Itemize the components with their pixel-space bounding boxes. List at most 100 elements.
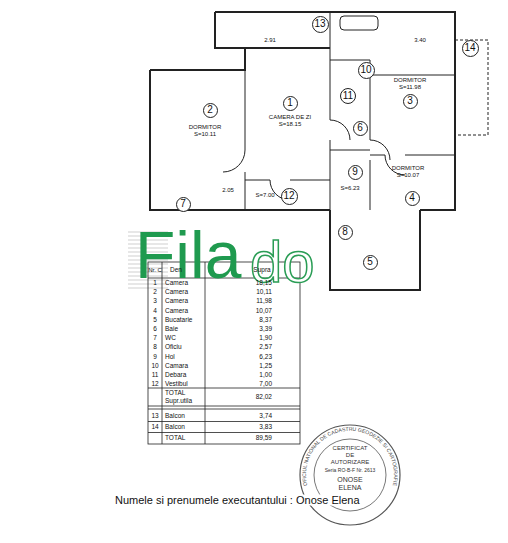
callout-circle: 2 bbox=[203, 103, 218, 118]
callout-circle: 3 bbox=[403, 94, 418, 109]
room-label: CAMERA DE ZI bbox=[269, 114, 311, 120]
callout-number: 3 bbox=[407, 96, 413, 106]
table-cell: 11 bbox=[152, 372, 159, 379]
stamp-text: ONOSE bbox=[337, 476, 362, 483]
table-cell: Camera bbox=[165, 307, 188, 314]
table-cell: Debara bbox=[165, 372, 186, 379]
room-label: DORMITOR bbox=[189, 124, 222, 130]
table-cell: Camara bbox=[165, 363, 188, 370]
table-cell: 2 bbox=[153, 289, 157, 296]
callout-number: 7 bbox=[180, 199, 186, 209]
wall bbox=[370, 75, 455, 155]
table-cell: 6 bbox=[153, 326, 157, 333]
room-label: S=10.07 bbox=[397, 172, 420, 178]
room-label: 2.05 bbox=[222, 187, 234, 193]
callout-circle: 14 bbox=[462, 40, 479, 57]
table-cell: 12 bbox=[151, 381, 158, 388]
callout-number: 1 bbox=[287, 98, 293, 108]
callout-number: 9 bbox=[352, 167, 358, 177]
table-cell: Balcon bbox=[165, 424, 185, 431]
room-label: 3.40 bbox=[414, 37, 426, 43]
table-cell: 3,39 bbox=[259, 326, 272, 333]
door-swing bbox=[223, 150, 245, 172]
table-cell: 18,15 bbox=[256, 280, 272, 287]
callout-number: 2 bbox=[207, 105, 213, 115]
bathtub bbox=[340, 16, 378, 30]
table-cell: 14 bbox=[151, 424, 158, 431]
callout-number: 13 bbox=[314, 19, 325, 29]
table-cell: 13 bbox=[151, 412, 158, 419]
table-cell: Nr. C bbox=[148, 267, 162, 273]
stamp-text: DE bbox=[346, 452, 354, 458]
callout-number: 4 bbox=[409, 193, 415, 203]
table-cell: Hol bbox=[165, 353, 175, 360]
callout-number: 12 bbox=[283, 191, 294, 201]
balcony bbox=[455, 40, 488, 135]
table-cell: 10,07 bbox=[256, 307, 272, 314]
wall bbox=[245, 70, 246, 210]
table-cell: 82,02 bbox=[256, 394, 272, 401]
room-label: S=10.11 bbox=[194, 131, 216, 137]
room-label: S=7.00 bbox=[255, 192, 274, 198]
room-label: DORMITOR bbox=[394, 77, 427, 83]
table-cell: Camera bbox=[165, 298, 188, 305]
table-cell: Bucatarie bbox=[165, 317, 192, 324]
inner-walls bbox=[223, 12, 488, 215]
callout-circle: 6 bbox=[353, 121, 368, 136]
callout-circle: 11 bbox=[340, 88, 356, 104]
stamp-text: ELENA bbox=[339, 484, 362, 491]
table-cell: 89,59 bbox=[256, 435, 272, 442]
wall bbox=[150, 70, 330, 210]
table-cell: Supra bbox=[253, 267, 270, 274]
callout-circle: 8 bbox=[338, 225, 353, 240]
door-swing bbox=[330, 120, 350, 140]
callout-circle: 9 bbox=[348, 165, 363, 180]
room-label: S=6.23 bbox=[340, 185, 359, 191]
table-cell: TOTAL bbox=[165, 390, 185, 397]
callout-circle: 12 bbox=[281, 188, 298, 205]
table-cell: Balcon bbox=[165, 412, 185, 419]
table-cell: 9 bbox=[153, 353, 157, 360]
table-cell: 7 bbox=[153, 335, 157, 342]
callout-number: 6 bbox=[357, 123, 363, 133]
callout-circle: 7 bbox=[176, 197, 191, 212]
table-cell: Camera bbox=[165, 289, 188, 296]
callout-circle: 10 bbox=[358, 62, 375, 79]
stamp-text: CERTIFICAT bbox=[333, 445, 368, 451]
room-label: DORMITOR bbox=[392, 165, 425, 171]
table-cell: 3,83 bbox=[259, 424, 272, 431]
room-label: S=11.98 bbox=[399, 84, 421, 90]
wall bbox=[330, 12, 331, 215]
table-cell: 10,11 bbox=[256, 289, 272, 296]
callout-circle: 5 bbox=[363, 255, 378, 270]
table-cell: 5 bbox=[153, 317, 157, 324]
table-cell: TOTAL bbox=[165, 435, 185, 442]
callout-circle: 13 bbox=[312, 16, 329, 33]
room-label: 2.91 bbox=[264, 37, 276, 43]
table-cell: WC bbox=[165, 335, 176, 342]
callout-circle: 1 bbox=[283, 96, 298, 111]
callout-number: 8 bbox=[342, 227, 348, 237]
wall bbox=[215, 12, 245, 48]
table-cell: Vestibul bbox=[165, 381, 188, 388]
stamp-ring-text: OFICIUL NATIONAL DE CADASTRU GEODEZIE SI… bbox=[301, 426, 399, 487]
table-cell: 7,00 bbox=[259, 381, 272, 388]
table-cell: Den bbox=[170, 267, 182, 274]
table-cell: Camera bbox=[165, 280, 188, 287]
wall bbox=[215, 12, 455, 210]
table-cell: Baie bbox=[165, 326, 178, 333]
callout-number: 10 bbox=[360, 65, 371, 75]
table-cell: 3 bbox=[153, 298, 157, 305]
stamp: OFICIUL NATIONAL DE CADASTRU GEODEZIE SI… bbox=[300, 425, 400, 525]
table-columns bbox=[162, 262, 205, 444]
stamp-ring bbox=[300, 425, 400, 525]
table-cell: 11,98 bbox=[256, 298, 272, 305]
wall bbox=[370, 60, 371, 210]
stamp-text: AUTORIZARE bbox=[331, 459, 370, 465]
wall bbox=[150, 48, 330, 70]
table-cell: 10 bbox=[151, 363, 158, 370]
stamp-text: Seria RO-B-F Nr. 2613 bbox=[325, 468, 376, 473]
table-cell: 4 bbox=[153, 307, 157, 314]
watermark: Fila bbox=[135, 222, 241, 288]
callout-circle: 4 bbox=[405, 191, 420, 206]
